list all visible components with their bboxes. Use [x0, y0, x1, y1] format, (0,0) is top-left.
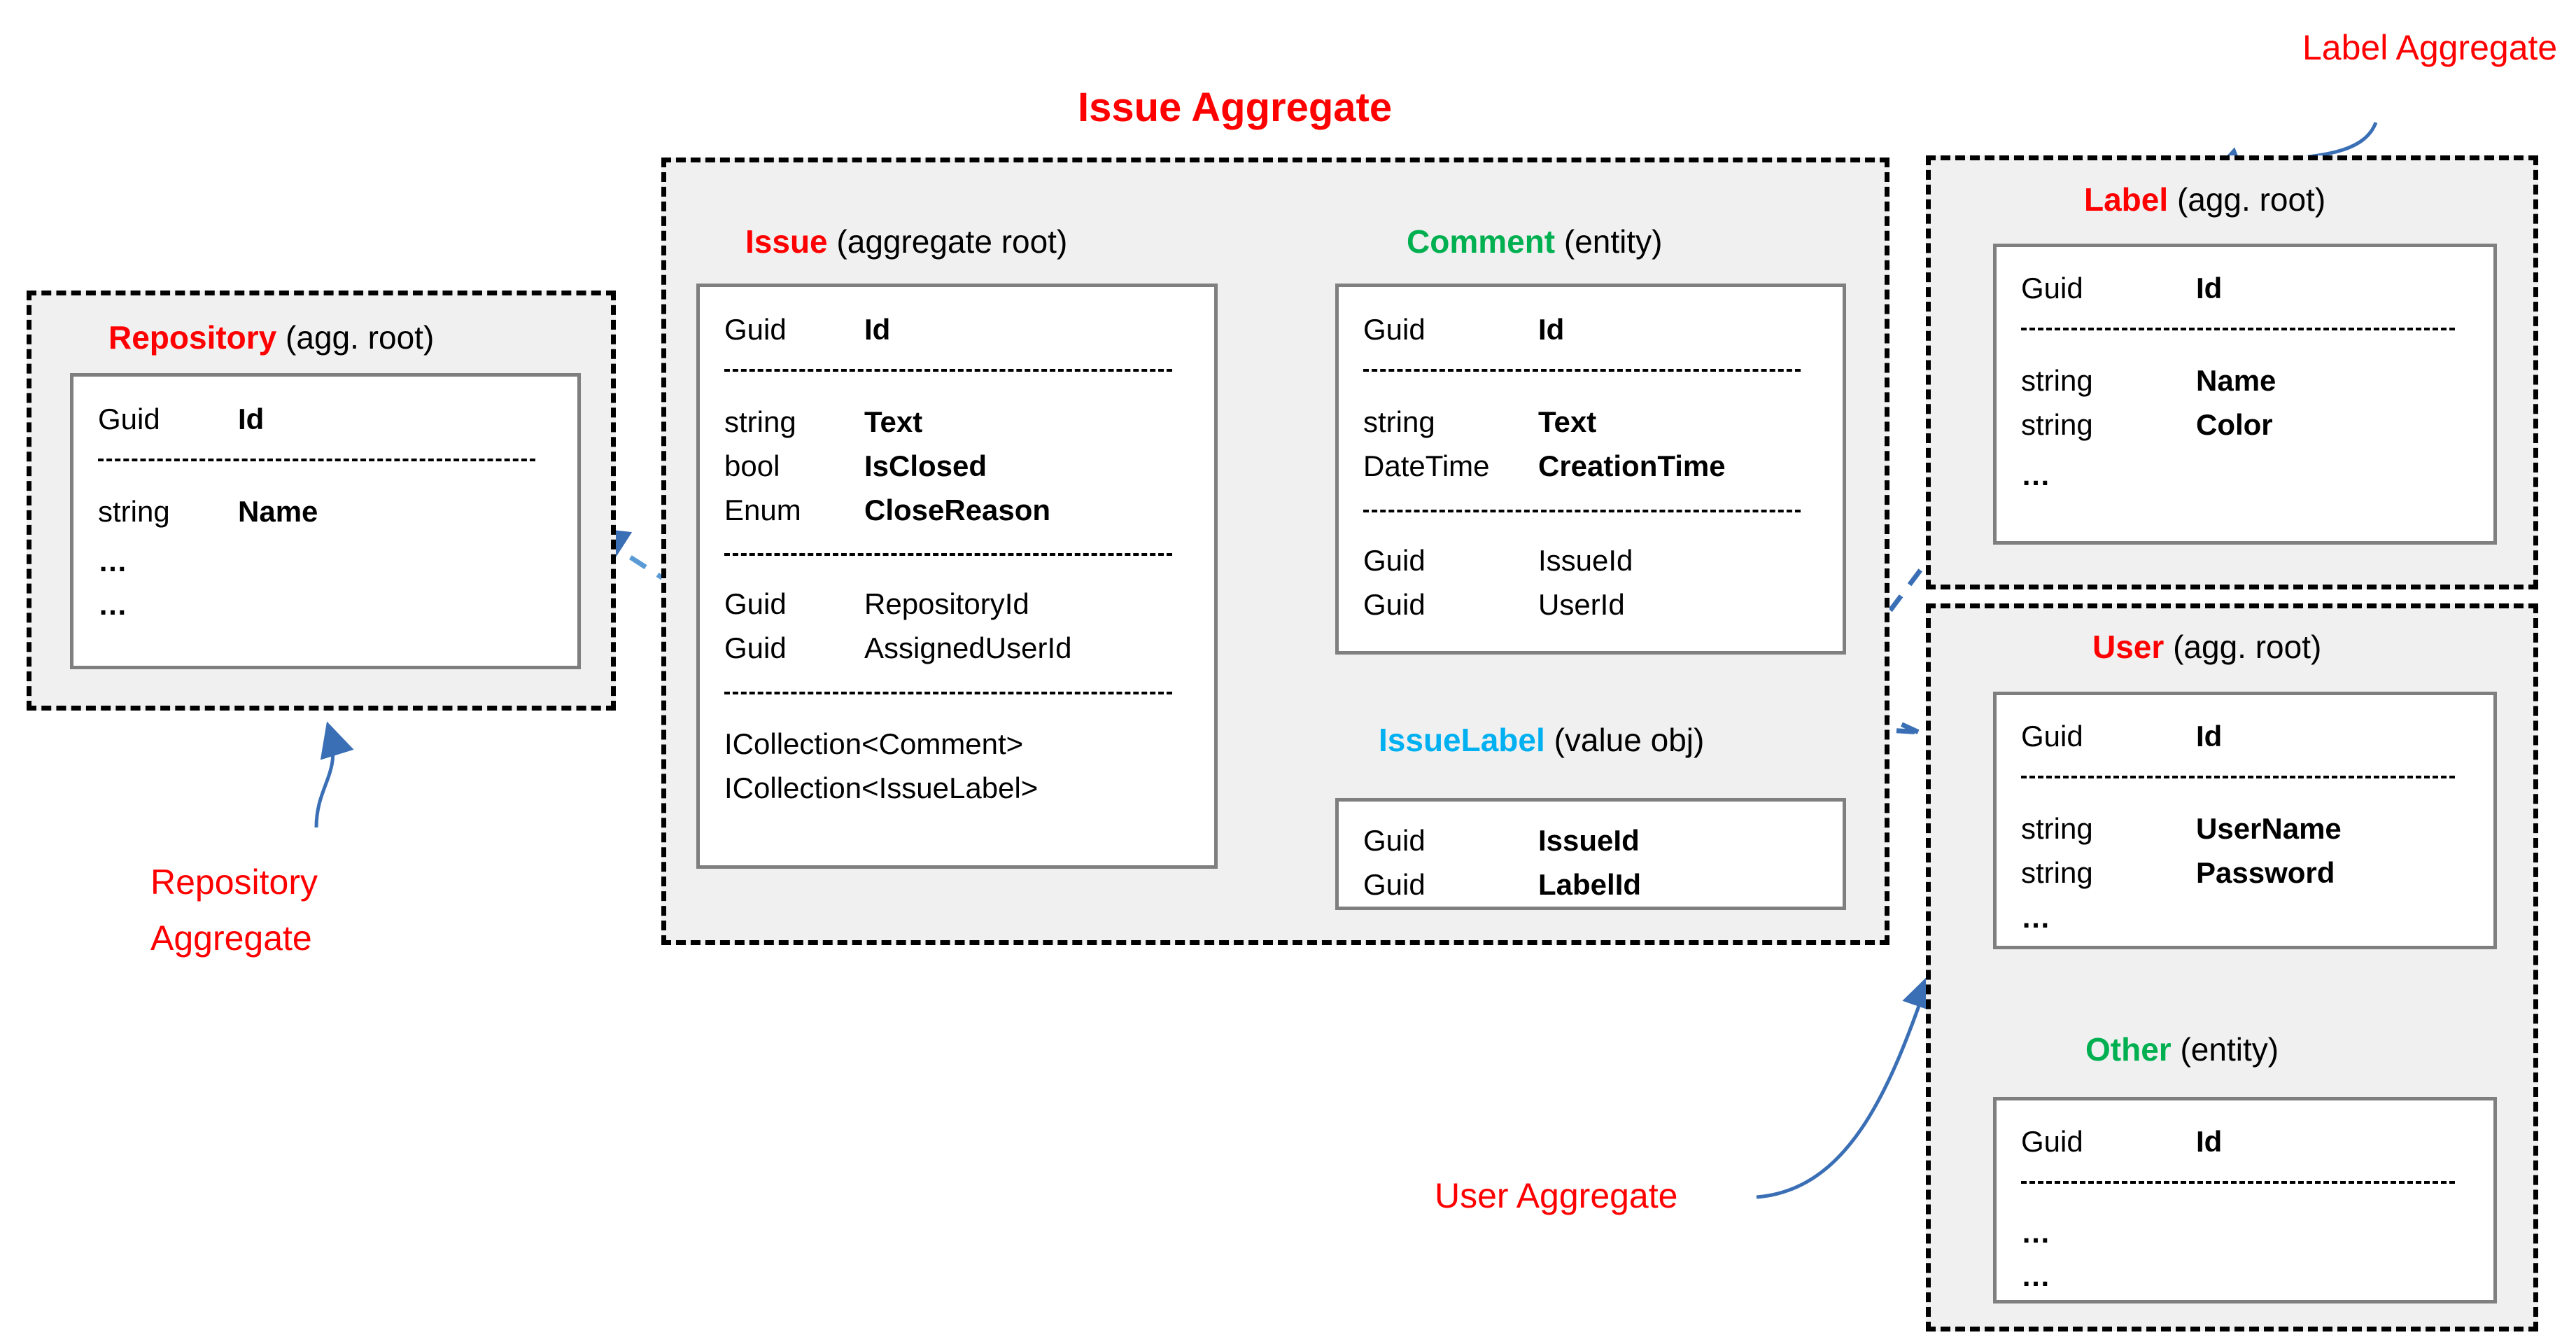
issue-stereotype: (aggregate root): [836, 223, 1068, 260]
field-type: Enum: [724, 494, 801, 526]
field-name: Text: [1538, 405, 1597, 438]
repository-entity-box: Guid Id string Name … …: [70, 373, 581, 669]
field-name: Id: [1538, 313, 1565, 346]
field-ellipsis: …: [2021, 459, 2050, 491]
label-entity-box: Guid Id string Name string Color …: [1993, 244, 2497, 545]
field-type: ICollection<Comment>: [724, 727, 1024, 760]
field-ellipsis: …: [2021, 1259, 2050, 1292]
field-name: IsClosed: [864, 449, 987, 482]
issue-separator-1: [724, 369, 1172, 372]
field-type: string: [2021, 856, 2093, 889]
comment-name: Comment: [1407, 223, 1564, 260]
field-name: IssueId: [1538, 544, 1633, 577]
user-separator-1: [2021, 776, 2455, 778]
other-entity-box: Guid Id … …: [1993, 1097, 2497, 1303]
comment-stereotype: (entity): [1563, 223, 1663, 260]
field-type: Guid: [724, 631, 787, 664]
field-type: bool: [724, 449, 780, 482]
callout-label-aggregate: Label Aggregate: [2302, 28, 2558, 67]
field-type: string: [98, 495, 170, 528]
issuelabel-stereotype: (value obj): [1554, 722, 1705, 758]
user-name: User: [2092, 629, 2174, 665]
field-name: Text: [864, 405, 923, 438]
field-name: CreationTime: [1538, 449, 1726, 482]
callout-arrow-repository-aggregate: [314, 721, 354, 828]
field-type: Guid: [724, 313, 787, 346]
field-type: Guid: [2021, 720, 2083, 753]
issuelabel-name: IssueLabel: [1379, 722, 1554, 758]
field-type: string: [2021, 408, 2093, 441]
field-name: UserId: [1538, 588, 1625, 621]
field-type: DateTime: [1363, 449, 1490, 482]
user-stereotype: (agg. root): [2173, 629, 2322, 665]
callout-user-aggregate: User Aggregate: [1435, 1176, 1678, 1215]
field-type: Guid: [1363, 544, 1426, 577]
field-name: Id: [2196, 272, 2223, 305]
issuelabel-entity-box: Guid IssueId Guid LabelId: [1335, 798, 1846, 910]
field-name: UserName: [2196, 812, 2342, 845]
callout-repository-aggregate-line1: Repository: [150, 862, 318, 902]
field-type: string: [2021, 364, 2093, 397]
comment-entity-box: Guid Id string Text DateTime CreationTim…: [1335, 284, 1846, 655]
label-separator-1: [2021, 328, 2455, 330]
other-stereotype: (entity): [2180, 1031, 2279, 1068]
field-name: RepositoryId: [864, 587, 1029, 620]
field-name: Name: [2196, 364, 2276, 397]
field-type: ICollection<IssueLabel>: [724, 771, 1039, 804]
field-name: Id: [2196, 720, 2223, 753]
field-type: Guid: [724, 587, 787, 620]
issuelabel-caption: IssueLabel (value obj): [1379, 721, 1704, 759]
field-type: Guid: [1363, 868, 1426, 901]
field-name: AssignedUserId: [864, 631, 1072, 664]
field-ellipsis: …: [2021, 1216, 2050, 1249]
repository-caption: Repository (agg. root): [108, 319, 434, 356]
field-ellipsis: …: [98, 588, 127, 621]
user-caption: User (agg. root): [2092, 628, 2321, 666]
comment-separator-1: [1363, 369, 1801, 372]
callout-arrow-user-aggregate: [1756, 973, 1936, 1199]
comment-caption: Comment (entity): [1407, 223, 1663, 260]
field-type: Guid: [1363, 588, 1426, 621]
field-name: Password: [2196, 856, 2335, 889]
callout-repository-aggregate-line2: Aggregate: [150, 918, 312, 958]
field-name: CloseReason: [864, 494, 1051, 526]
user-entity-box: Guid Id string UserName string Password …: [1993, 692, 2497, 949]
field-name: Id: [238, 403, 265, 435]
field-name: LabelId: [1538, 868, 1642, 901]
field-name: Name: [238, 495, 318, 528]
field-type: string: [1363, 405, 1435, 438]
repository-name: Repository: [108, 319, 286, 356]
repository-stereotype: (agg. root): [286, 319, 435, 356]
comment-separator-2: [1363, 510, 1801, 512]
other-name: Other: [2085, 1031, 2181, 1068]
issue-separator-2: [724, 553, 1172, 556]
field-name: Id: [2196, 1125, 2223, 1158]
field-type: Guid: [1363, 824, 1426, 857]
field-ellipsis: …: [98, 545, 127, 578]
repository-separator-1: [98, 459, 535, 461]
label-caption: Label (agg. root): [2084, 181, 2325, 218]
field-type: Guid: [98, 403, 160, 435]
field-type: string: [724, 405, 796, 438]
issue-caption: Issue (aggregate root): [745, 223, 1067, 260]
field-type: Guid: [2021, 1125, 2083, 1158]
issue-aggregate-title: Issue Aggregate: [1078, 85, 1393, 130]
field-type: string: [2021, 812, 2093, 845]
issue-separator-3: [724, 692, 1172, 694]
label-stereotype: (agg. root): [2176, 181, 2326, 218]
other-separator-1: [2021, 1181, 2455, 1184]
issue-name: Issue: [745, 223, 837, 260]
issue-entity-box: Guid Id string Text bool IsClosed Enum C…: [696, 284, 1218, 869]
field-name: Id: [864, 313, 891, 346]
field-ellipsis: …: [2021, 901, 2050, 934]
field-name: Color: [2196, 408, 2273, 441]
other-caption: Other (entity): [2085, 1030, 2279, 1068]
field-type: Guid: [1363, 313, 1426, 346]
field-name: IssueId: [1538, 824, 1640, 857]
label-name: Label: [2084, 181, 2177, 218]
field-type: Guid: [2021, 272, 2083, 305]
